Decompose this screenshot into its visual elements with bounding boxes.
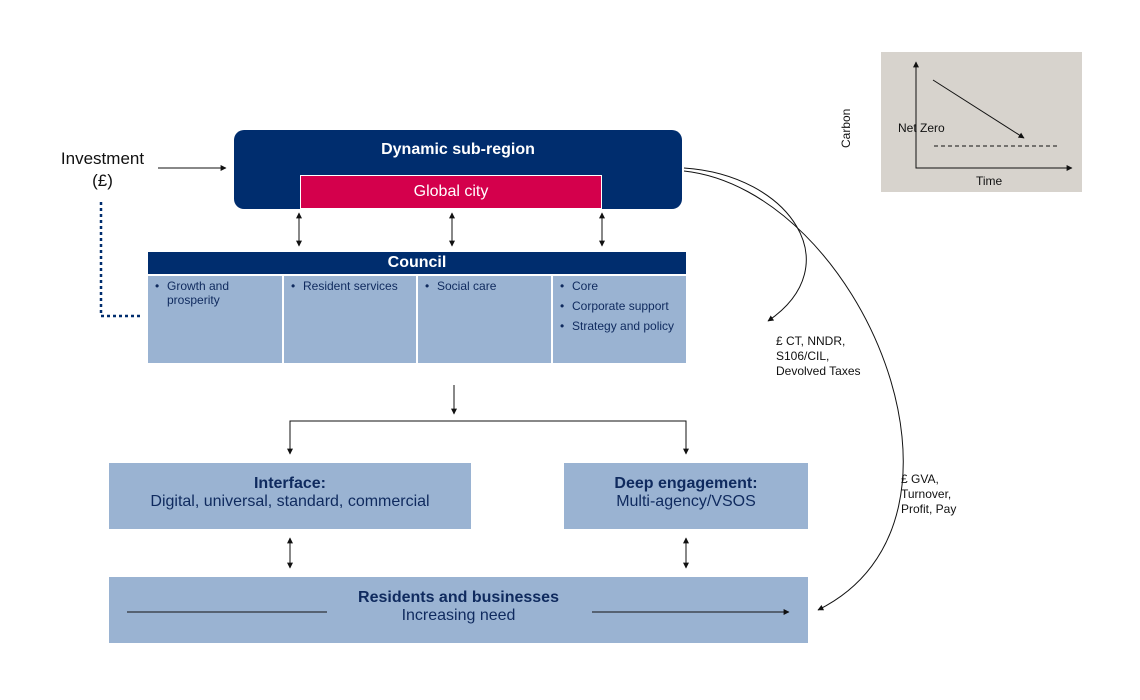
investment-label: Investment (£) (40, 148, 165, 192)
carbon-trend-arrow (932, 79, 1025, 139)
council-item: Strategy and policy (559, 319, 680, 333)
interface-subtitle: Digital, universal, standard, commercial (150, 493, 430, 510)
interface-title: Interface: (253, 475, 327, 492)
council-header: Council (148, 252, 686, 274)
tax-line: S106/CIL, (776, 349, 830, 363)
residents-box: Residents and businesses Increasing need (109, 577, 808, 643)
deep-engagement-title: Deep engagement: (614, 475, 758, 492)
gva-revenue-label: £ GVA, Turnover, Profit, Pay (901, 472, 956, 517)
global-city-box: Global city (300, 175, 602, 209)
investment-line-2: (£) (92, 171, 113, 190)
council-column-core: Core Corporate support Strategy and poli… (553, 276, 686, 363)
tax-line: Devolved Taxes (776, 364, 861, 378)
gva-line: Turnover, (901, 487, 952, 501)
time-axis-label: Time (976, 174, 1003, 188)
dynamic-subregion-title: Dynamic sub-region (381, 141, 535, 158)
council-item: Resident services (290, 279, 410, 293)
interface-box: Interface: Digital, universal, standard,… (109, 463, 471, 529)
gva-line: Profit, Pay (901, 502, 957, 516)
branch-connector (287, 420, 689, 455)
gva-revenue-curve (683, 170, 904, 611)
gva-line: £ GVA, (901, 472, 939, 486)
deep-engagement-subtitle: Multi-agency/VSOS (616, 493, 756, 510)
council-column-growth: Growth and prosperity (148, 276, 282, 363)
investment-dotted-link (99, 202, 140, 318)
residents-title: Residents and businesses (358, 589, 559, 606)
investment-line-1: Investment (60, 149, 145, 168)
council-item: Corporate support (559, 299, 680, 313)
council-column-resident-services: Resident services (284, 276, 416, 363)
tax-revenue-curve (683, 167, 807, 322)
tax-revenue-label: £ CT, NNDR, S106/CIL, Devolved Taxes (776, 334, 861, 379)
council-item: Core (559, 279, 680, 293)
chart-axes (913, 61, 1073, 171)
tax-line: £ CT, NNDR, (776, 334, 846, 348)
council-item: Social care (424, 279, 545, 293)
council-item: Growth and prosperity (154, 279, 276, 307)
council-column-social-care: Social care (418, 276, 551, 363)
residents-subtitle: Increasing need (401, 607, 516, 624)
deep-engagement-box: Deep engagement: Multi-agency/VSOS (564, 463, 808, 529)
